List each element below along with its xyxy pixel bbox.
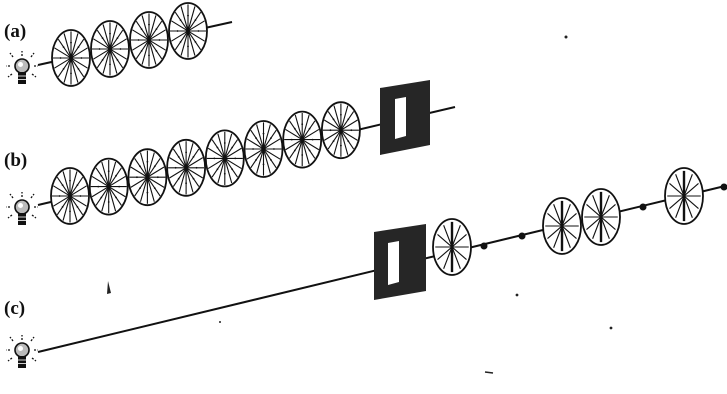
wave-front: [543, 198, 581, 254]
light-bulb-icon: [6, 335, 38, 368]
wave-front: [665, 168, 703, 224]
wave-front: [322, 102, 360, 158]
wave-front: [128, 149, 166, 205]
bulb-glyph: [6, 192, 38, 225]
bulb-glyph: [6, 335, 38, 368]
wave-front: [206, 130, 244, 186]
wave-fronts: [51, 102, 360, 224]
wave-front: [90, 159, 128, 215]
polarizer-slit: [395, 97, 406, 139]
wave-front: [245, 121, 283, 177]
wave-front: [169, 3, 207, 59]
light-bulb-icon: [6, 192, 38, 225]
light-bulb-icon: [6, 51, 38, 84]
wave-front: [51, 168, 89, 224]
panel-a-label: (a): [4, 21, 26, 42]
panel-b: (b): [4, 80, 455, 225]
panel-b-label: (b): [4, 150, 27, 171]
wave-front: [91, 21, 129, 77]
wave-front: [582, 189, 620, 245]
wave-front: [52, 30, 90, 86]
polarizer-slit: [388, 241, 399, 285]
wave-front: [433, 219, 471, 275]
polarizer-filter: [380, 80, 430, 155]
wave-front: [167, 140, 205, 196]
wave-front: [283, 112, 321, 168]
scan-specks: [107, 36, 612, 374]
wave-fronts: [52, 3, 207, 86]
bulb-glyph: [6, 51, 38, 84]
panel-a: (a): [4, 3, 232, 86]
wave-front: [130, 12, 168, 68]
panel-c-label: (c): [4, 298, 25, 319]
polarizer-filter: [374, 224, 426, 300]
polarized-wave-fronts: [433, 168, 703, 275]
